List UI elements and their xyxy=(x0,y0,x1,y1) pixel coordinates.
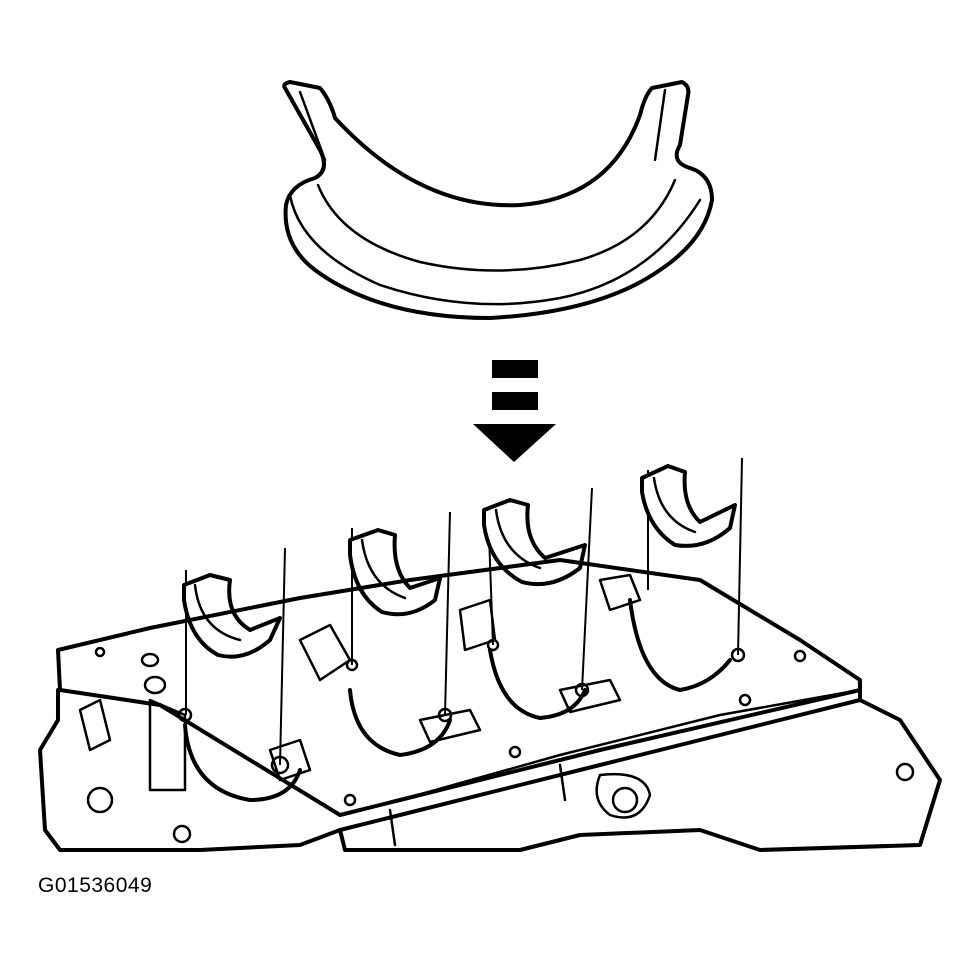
engine-block xyxy=(38,558,942,852)
bearing-insert-3 xyxy=(482,498,587,587)
thrust-bearing-half xyxy=(282,80,714,320)
installation-arrow xyxy=(473,360,556,462)
figure-code: G01536049 xyxy=(38,874,153,897)
bearing-insert-1 xyxy=(182,573,282,659)
bearing-insert-4 xyxy=(640,464,737,548)
bearing-insert-2 xyxy=(348,528,442,617)
